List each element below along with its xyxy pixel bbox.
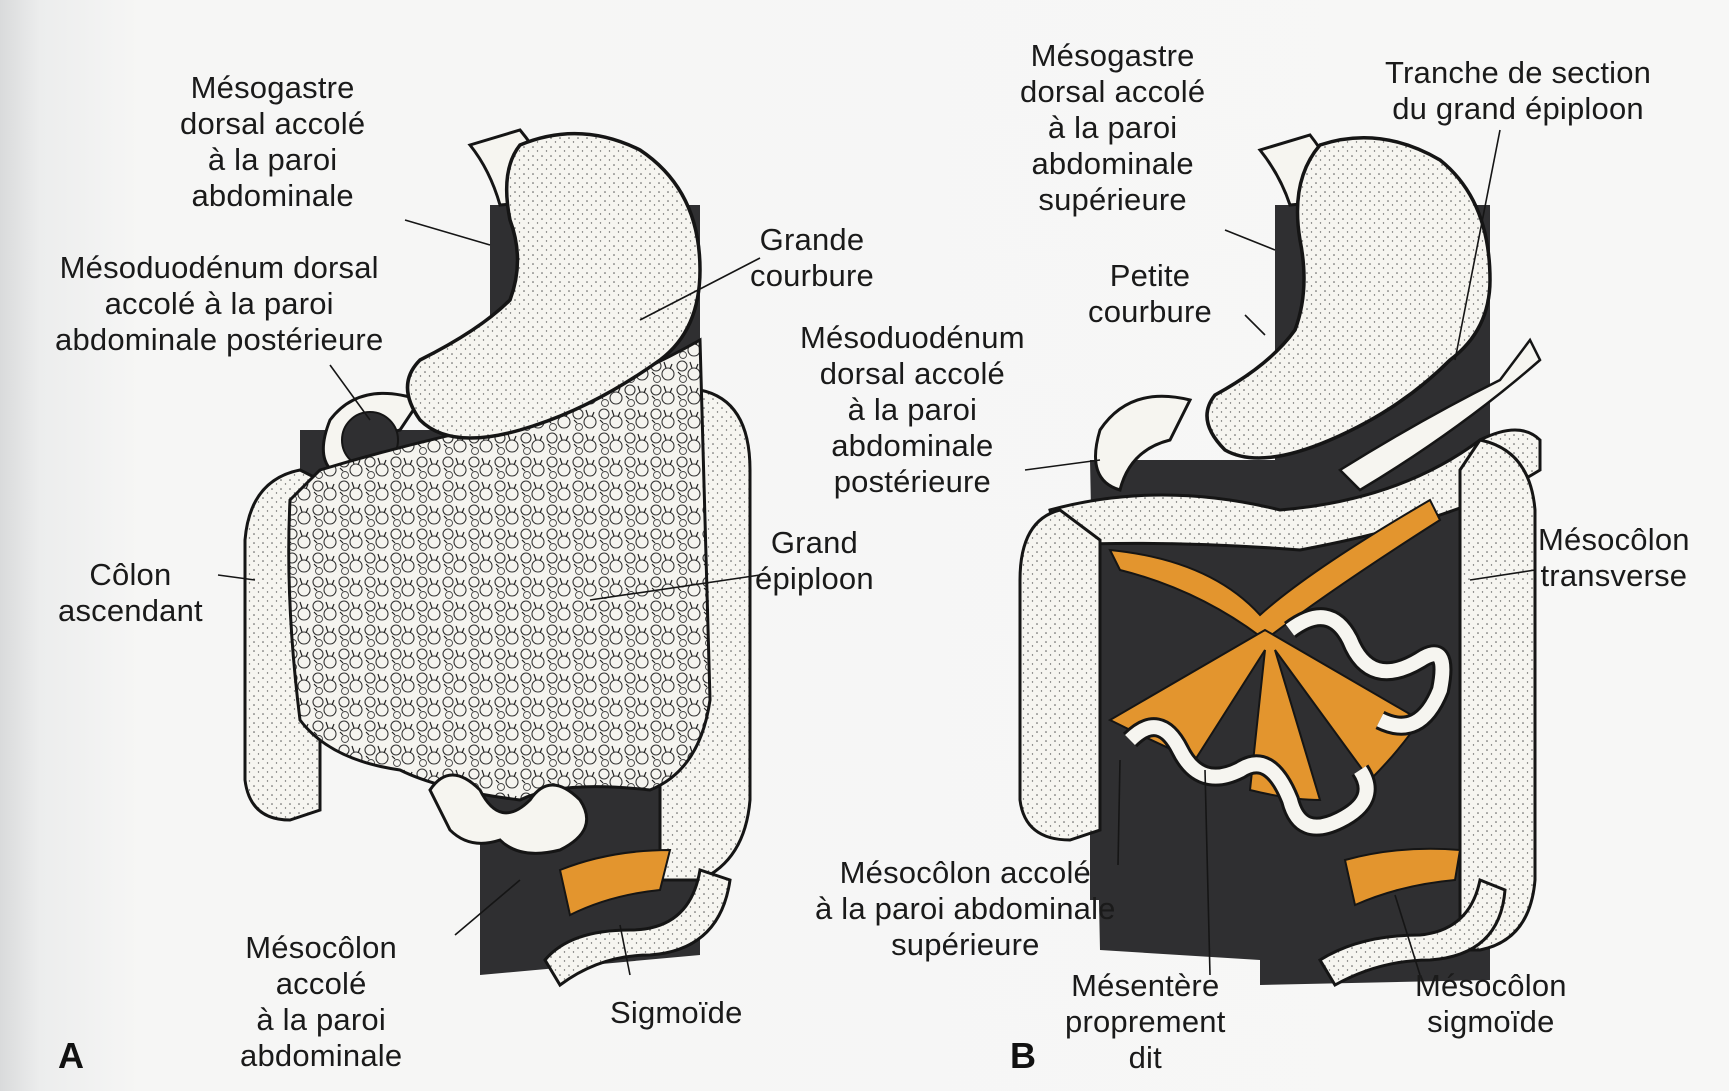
- panel-a-letter: A: [58, 1035, 84, 1077]
- label-mesoduodenum-a: Mésoduodénum dorsal accolé à la paroi ab…: [55, 250, 383, 358]
- label-mesentere-b: Mésentère proprement dit: [1065, 968, 1226, 1076]
- descending-colon-b: [1460, 440, 1535, 950]
- label-mesocolon-transverse-b: Mésocôlon transverse: [1538, 522, 1690, 594]
- label-colon-ascendant-a: Côlon ascendant: [58, 557, 203, 629]
- panel-b-letter: B: [1010, 1035, 1036, 1077]
- label-mesocolon-sigmoide-b: Mésocôlon sigmoïde: [1415, 968, 1567, 1040]
- label-petite-courbure-b: Petite courbure: [1088, 258, 1212, 330]
- label-grand-epiploon-a: Grand épiploon: [755, 525, 874, 597]
- label-mesoduodenum-b: Mésoduodénum dorsal accolé à la paroi ab…: [800, 320, 1025, 500]
- label-mesocolon-a: Mésocôlon accolé à la paroi abdominale: [240, 930, 402, 1074]
- label-mesogastre-a: Mésogastre dorsal accolé à la paroi abdo…: [180, 70, 365, 214]
- label-mesocolon-accole-b: Mésocôlon accolé à la paroi abdominale s…: [815, 855, 1116, 963]
- label-grande-courbure-a: Grande courbure: [750, 222, 874, 294]
- label-mesogastre-b: Mésogastre dorsal accolé à la paroi abdo…: [1020, 38, 1205, 218]
- ascending-colon-b: [1020, 510, 1100, 840]
- label-tranche-b: Tranche de section du grand épiploon: [1385, 55, 1651, 127]
- label-sigmoide-a: Sigmoïde: [610, 995, 743, 1031]
